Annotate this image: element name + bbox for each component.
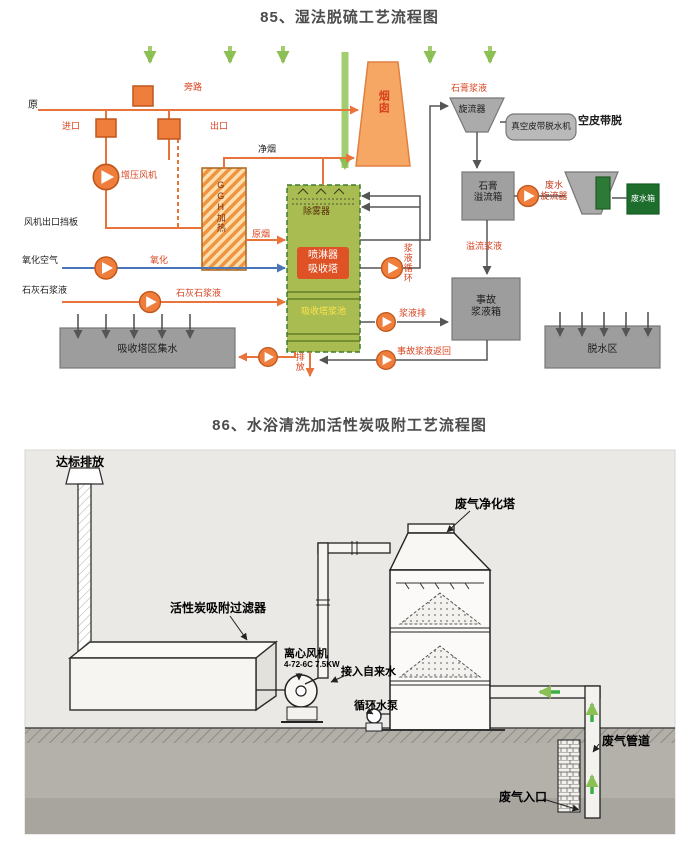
label-inlet-damper: 进口 — [62, 121, 81, 131]
label-demister: 除雾器 — [303, 206, 331, 216]
discharge-pump-icon — [376, 312, 396, 332]
flow-arrows-top — [143, 46, 497, 170]
label-dewatering-area: 脱水区 — [587, 344, 618, 355]
ggh-heater — [201, 167, 247, 271]
carbon-filter-box — [68, 640, 278, 712]
label-spray: 喷淋器 — [308, 250, 338, 261]
centrifugal-fan — [256, 674, 323, 723]
label-gas-pipe: 废气管道 — [602, 734, 651, 748]
gas-flow-arrows — [538, 685, 599, 794]
label-raw-inlet: 原 — [28, 100, 38, 111]
label-booster-fan: 增压风机 — [121, 170, 158, 180]
oxidation-fan-icon — [94, 256, 118, 280]
inlet-damper-box — [95, 118, 117, 138]
label-fan-spec: 4-72-6C 7.5KW — [284, 660, 340, 669]
sump-feed-line — [238, 352, 296, 362]
vacuum-belt-box — [505, 113, 577, 141]
gas-duct-lines — [38, 105, 359, 377]
exhaust-stack — [65, 467, 104, 655]
label-cyclone: 旋流器 — [458, 104, 486, 114]
bypass-damper — [132, 85, 154, 107]
label-vacuum-belt: 真空皮带脱水机 — [511, 121, 571, 131]
booster-fan-icon — [92, 163, 120, 191]
label-circulating-pump: 循环水泵 — [354, 700, 398, 712]
label-slurry-discharge: 浆液排 — [399, 308, 427, 318]
label-gypsum-overflow-tank: 石膏 溢流箱 — [473, 181, 503, 204]
diagram2-title: 86、水浴清洗加活性炭吸附工艺流程图 — [212, 417, 487, 434]
label-discharge: 达标排放 — [56, 455, 105, 469]
label-drain: 排放 — [294, 352, 305, 372]
wastewater-tank-box — [626, 183, 660, 215]
spray-zone — [297, 247, 349, 279]
tanks — [59, 97, 661, 369]
label-ggh: GGH加热 — [215, 180, 226, 233]
water-bath-carbon-diagram — [24, 449, 676, 835]
label-fan: 离心风机 — [284, 648, 328, 660]
sump-arrows — [73, 312, 653, 339]
label-oxidation-air: 氧化空气 — [22, 255, 59, 265]
label-slurry-pool: 吸收塔浆池 — [300, 306, 346, 316]
label-purification-tower: 废气净化塔 — [455, 497, 516, 511]
label-wastewater-tank: 废水箱 — [631, 194, 655, 203]
label-slurry-circulation: 浆液循环 — [402, 243, 413, 283]
clean-gas-duct — [223, 153, 355, 168]
dampers — [95, 85, 181, 140]
label-wastewater-cyclone: 废水 旋流器 — [540, 180, 568, 201]
sump-box — [59, 327, 236, 369]
outlet-damper-box — [157, 118, 181, 140]
label-oxidation: 氧化 — [150, 255, 169, 265]
label-limestone-left: 石灰石浆液 — [22, 285, 68, 295]
label-fan-outlet-damper: 风机出口挡板 — [24, 217, 79, 227]
label-emergency-tank: 事故 浆液箱 — [471, 295, 501, 318]
wet-fgd-diagram — [38, 46, 661, 377]
fan-duct — [304, 541, 391, 685]
absorber-tower — [286, 184, 361, 353]
limestone-pump-icon — [138, 290, 162, 314]
label-belt-dewater: 空皮带脱 — [578, 115, 622, 127]
wastewater-pump-icon — [516, 184, 540, 208]
brick-wall — [557, 739, 581, 813]
label-chimney: 烟囱 — [377, 90, 390, 114]
emergency-tank-box — [451, 277, 521, 341]
label-gas-inlet: 废气入口 — [499, 790, 548, 804]
label-bypass: 旁路 — [184, 82, 203, 92]
label-clean-gas: 净烟 — [258, 144, 277, 154]
gypsum-overflow-box — [461, 171, 515, 221]
label-carbon-filter: 活性炭吸附过滤器 — [170, 601, 267, 615]
label-overflow-slurry: 溢流浆液 — [466, 241, 503, 251]
purification-tower — [380, 523, 505, 731]
diagram1-title: 85、湿法脱硫工艺流程图 — [260, 9, 439, 26]
gypsum-cyclone-shape — [449, 97, 505, 133]
label-outlet-damper: 出口 — [210, 121, 229, 131]
circulation-pump-icon — [380, 256, 404, 280]
label-absorber: 吸收塔 — [308, 264, 338, 275]
label-limestone-slurry: 石灰石浆液 — [176, 288, 222, 298]
slurry-lines — [319, 101, 627, 365]
wastewater-green-slab — [595, 176, 611, 210]
return-pump-icon — [376, 350, 396, 370]
label-sump: 吸收塔区集水 — [117, 344, 178, 355]
label-tap-water: 接入自来水 — [341, 666, 396, 678]
chimney-shape — [355, 61, 411, 167]
label-raw-gas: 原烟 — [252, 229, 271, 239]
label-emergency-return: 事故浆液返回 — [397, 346, 452, 356]
label-gypsum-slurry: 石膏浆液 — [451, 83, 488, 93]
sump-pump-icon — [258, 347, 278, 367]
